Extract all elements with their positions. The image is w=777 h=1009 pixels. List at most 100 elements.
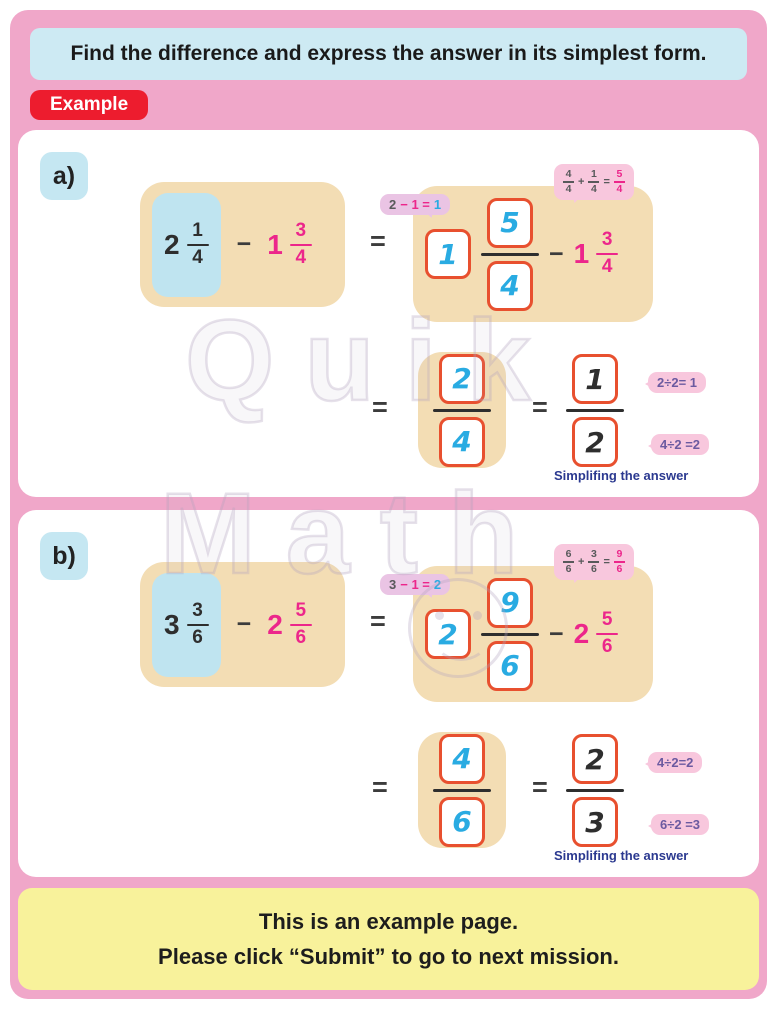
difference-fraction: 4 6 (433, 733, 491, 847)
denominator: 4 (601, 256, 613, 277)
minus-sign: − (236, 610, 252, 638)
converted-whole-box: 2 (425, 609, 471, 659)
equals-sign: = (370, 606, 386, 636)
example-badge: Example (30, 90, 149, 120)
denominator: 6 (295, 626, 307, 648)
subtrahend-whole: 1 (573, 238, 590, 269)
borrow-lhs: 2 (389, 197, 397, 212)
numerator: 1 (192, 219, 203, 241)
original-expression-box: 2 1 4 − 1 3 4 (140, 182, 345, 307)
numerator: 5 (601, 609, 613, 631)
fraction-bar (433, 408, 491, 412)
problem-label-a: a) (40, 152, 88, 200)
minus-sign: − (549, 239, 564, 268)
borrow-mid: − 1 = (400, 577, 430, 592)
simplify-caption: Simplifing the answer (554, 848, 689, 863)
minuend-fraction: 1 4 (186, 219, 209, 269)
borrow-annotation: 3 − 1 = 2 (380, 574, 451, 595)
simplified-numerator-box: 2 (572, 734, 618, 784)
minuend-highlight: 3 3 6 (152, 572, 221, 677)
example-section-b: b) 3 3 6 − 2 5 6 = 2 9 (18, 510, 759, 877)
equals-sign: = (603, 175, 610, 188)
subtrahend-fraction: 5 6 (289, 599, 312, 649)
difference-denominator-box: 4 (439, 416, 485, 467)
numerator: 5 (295, 599, 307, 621)
borrow-result: 1 (433, 197, 442, 212)
simplified-denominator-box: 2 (572, 417, 618, 467)
minus-sign: − (236, 230, 252, 258)
denominator: 6 (601, 636, 613, 657)
equals-sign: = (532, 392, 548, 422)
denominator: 4 (295, 246, 307, 268)
example-section-a: a) 2 1 4 − 1 3 4 = 1 5 (18, 130, 759, 497)
divide-numerator-annotation: 4÷2=2 (644, 752, 703, 773)
fraction-bar (433, 788, 491, 792)
difference-box: 4 6 (418, 732, 506, 848)
fraction-bar (596, 253, 619, 255)
fraction-bar (481, 252, 539, 256)
converted-fraction: 9 6 (481, 577, 539, 691)
footer-note: This is an example page. Please click “S… (18, 888, 759, 990)
subtrahend-fraction: 3 4 (596, 229, 619, 278)
equals-sign: = (532, 772, 548, 802)
difference-numerator-box: 2 (439, 353, 485, 404)
divide-denominator-annotation: 4÷2 =2 (647, 434, 710, 455)
subtrahend-mixed-number: 1 3 4 (573, 229, 619, 278)
minuend-mixed-number: 2 1 4 (164, 219, 209, 269)
equals-sign: = (372, 772, 388, 802)
minuend-mixed-number: 3 3 6 (164, 599, 209, 649)
borrow-result: 2 (433, 577, 442, 592)
footer-line-1: This is an example page. (258, 908, 519, 934)
numerator: 3 (192, 599, 203, 621)
minuend-fraction: 3 6 (186, 599, 209, 649)
denominator: 6 (192, 626, 203, 648)
minuend-highlight: 2 1 4 (152, 192, 221, 297)
converted-whole-box: 1 (425, 229, 471, 279)
subtrahend-fraction: 5 6 (596, 609, 619, 658)
equals-sign: = (370, 226, 386, 256)
fraction-bar (186, 623, 209, 626)
equals-sign: = (603, 555, 610, 568)
plus-sign: + (578, 555, 585, 568)
subtrahend-whole: 2 (573, 618, 590, 649)
converted-expression-box: 2 9 6 − 2 5 6 (413, 566, 653, 702)
simplified-denominator-box: 3 (572, 797, 618, 847)
borrow-annotation: 2 − 1 = 1 (380, 194, 451, 215)
subtrahend-fraction: 3 4 (289, 219, 312, 269)
divide-denominator-annotation: 6÷2 =3 (647, 814, 710, 835)
subtrahend-whole: 1 (267, 228, 283, 260)
difference-denominator-box: 6 (439, 796, 485, 847)
borrow-lhs: 3 (389, 577, 397, 592)
difference-numerator-box: 4 (439, 733, 485, 784)
fraction-bar (566, 409, 624, 412)
converted-numerator-box: 9 (487, 577, 533, 628)
numerator: 3 (295, 219, 307, 241)
difference-box: 2 4 (418, 352, 506, 468)
subtrahend-whole: 2 (267, 608, 283, 640)
instruction-banner: Find the difference and express the answ… (30, 28, 747, 80)
simplified-fraction: 2 3 (566, 734, 624, 847)
converted-denominator-box: 6 (487, 640, 533, 691)
fraction-bar (186, 243, 209, 246)
difference-fraction: 2 4 (433, 353, 491, 467)
denominator: 4 (192, 246, 203, 268)
instruction-text: Find the difference and express the answ… (70, 42, 707, 65)
divide-numerator-annotation: 2÷2= 1 (644, 372, 707, 393)
fraction-bar (596, 633, 619, 635)
minuend-whole: 3 (164, 608, 180, 640)
borrow-mid: − 1 = (400, 197, 430, 212)
simplified-fraction: 1 2 (566, 354, 624, 467)
original-expression-box: 3 3 6 − 2 5 6 (140, 562, 345, 687)
converted-numerator-box: 5 (487, 197, 533, 248)
fraction-bar (566, 789, 624, 792)
equals-sign: = (372, 392, 388, 422)
fraction-bar (481, 632, 539, 636)
converted-expression-box: 1 5 4 − 1 3 4 (413, 186, 653, 322)
converted-fraction: 5 4 (481, 197, 539, 311)
